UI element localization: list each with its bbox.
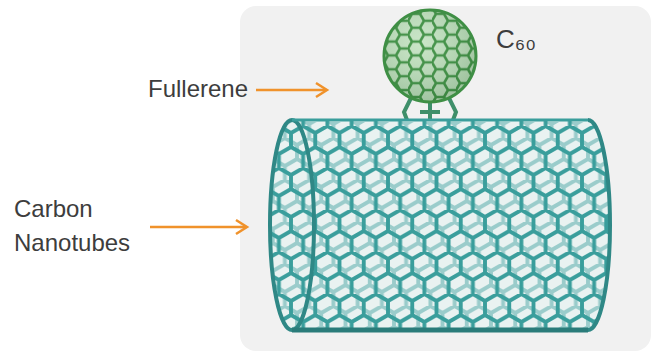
leader-arrow bbox=[150, 83, 327, 234]
fullerene-ball bbox=[380, 6, 480, 106]
carbon-nanotube bbox=[260, 110, 626, 351]
panel-background bbox=[240, 6, 651, 351]
part-label: Fullerene bbox=[148, 72, 248, 106]
formula-label: C₆₀ bbox=[496, 22, 536, 56]
part-label: Carbon Nanotubes bbox=[14, 192, 146, 260]
